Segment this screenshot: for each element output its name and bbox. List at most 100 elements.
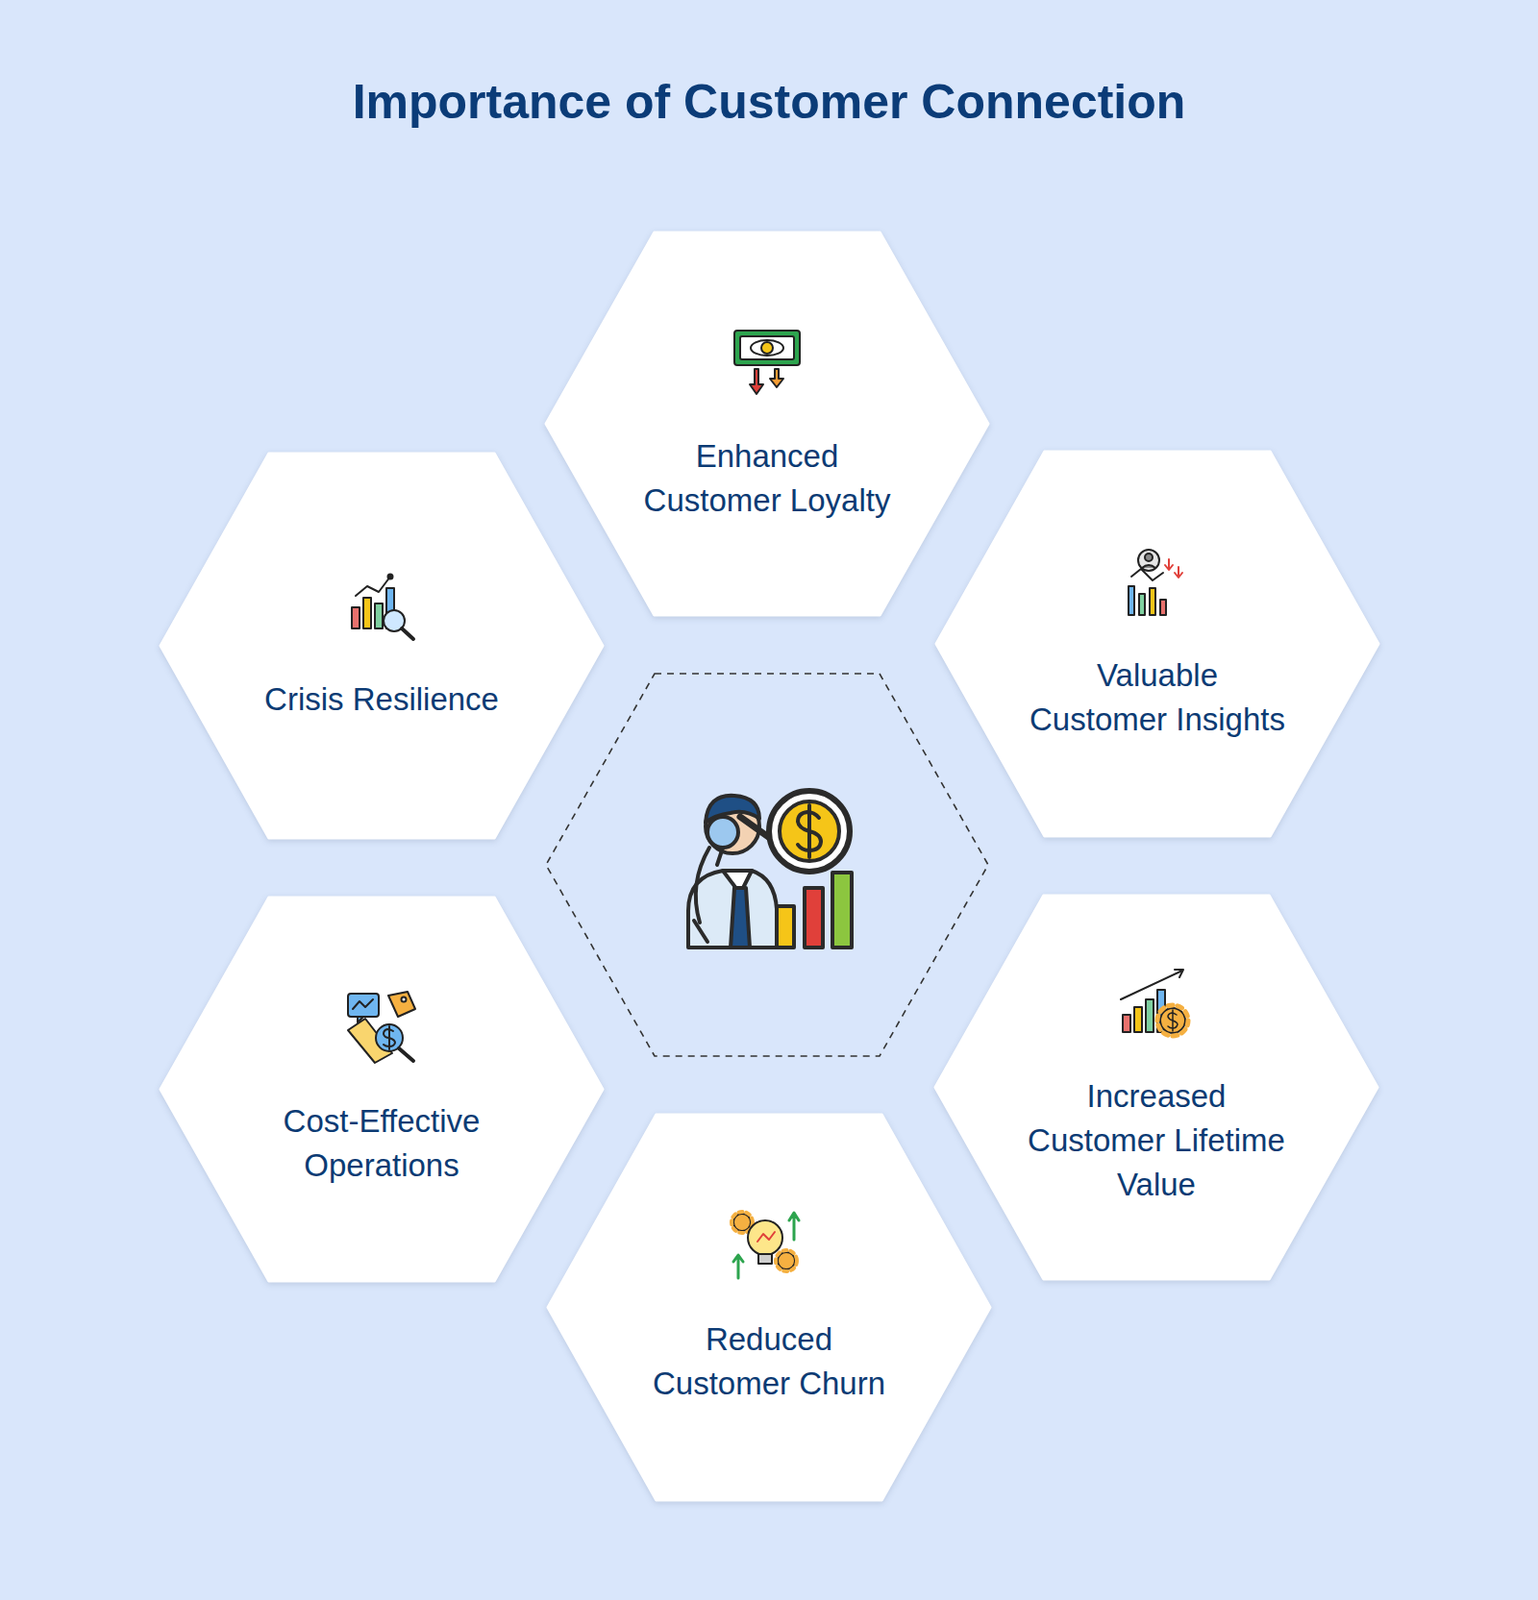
chart-magnifier-icon-part: [363, 597, 372, 629]
documents-magnifier-icon: [347, 992, 416, 1064]
documents-magnifier-icon-part: [357, 1017, 364, 1023]
documents-magnifier-icon-part: [401, 997, 407, 1003]
insights-icon-part: [1138, 549, 1160, 571]
documents-magnifier-icon-part: [398, 1048, 414, 1062]
documents-magnifier-icon-part: [347, 1018, 393, 1064]
insights-icon-part: [1141, 565, 1156, 569]
insights-icon: [1128, 549, 1183, 616]
diagram-title: Importance of Customer Connection: [0, 73, 1538, 131]
insights-icon-part: [1160, 599, 1166, 616]
analyst-illustration-part: [695, 847, 710, 923]
hexagon-label: Enhanced Customer Loyalty: [630, 434, 904, 523]
insights-icon-part: [1174, 567, 1183, 578]
growth-gear-icon-part: [1157, 1005, 1189, 1037]
hexagon-fill: [160, 453, 603, 839]
insights-icon-part: [1165, 559, 1173, 571]
analyst-illustration-part: [717, 847, 723, 866]
growth-gear-icon-part: [1134, 1007, 1142, 1033]
hexagon-node: Crisis Resilience: [160, 453, 603, 839]
insights-icon-part: [1128, 586, 1135, 616]
growth-gear-icon-part: [1145, 999, 1154, 1033]
analyst-illustration-part: [722, 870, 752, 894]
analyst-illustration-part: [705, 795, 760, 823]
banknote-icon-part: [769, 369, 784, 388]
hexagon-text-group: Increased Customer Lifetime Value: [1019, 1074, 1293, 1208]
bulb-gears-icon-part: [757, 1232, 775, 1242]
hexagon-label: Crisis Resilience: [245, 677, 519, 722]
hexagon-text-group: Valuable Customer Insights: [1026, 653, 1289, 743]
growth-gear-icon-part: [1120, 970, 1183, 1000]
chart-magnifier-icon-part: [386, 588, 395, 629]
banknote-icon-part: [749, 369, 764, 395]
hexagon-node: Cost-Effective Operations: [160, 897, 603, 1282]
hexagon-fill: [936, 451, 1379, 837]
insights-icon-part: [1149, 588, 1156, 616]
analyst-illustration-part: [705, 799, 760, 854]
bulb-gears-icon-part: [775, 1250, 797, 1272]
bulb-gears-icon-part: [747, 1220, 783, 1256]
hexagon-outline: [936, 451, 1379, 837]
bulb-gears-icon-part: [733, 1255, 744, 1279]
banknote-icon-part: [761, 342, 773, 354]
bulb-gears-icon-part: [758, 1254, 772, 1265]
analyst-illustration-part: [688, 870, 777, 948]
analyst-illustration-part: [776, 906, 794, 948]
analyst-illustration: [688, 791, 852, 948]
chart-magnifier-icon-part: [388, 574, 394, 580]
analyst-illustration-part: [779, 801, 840, 862]
hexagon-outline: [160, 453, 603, 839]
banknote-icon-part: [734, 330, 800, 366]
growth-gear-icon-part: [1122, 1015, 1131, 1033]
insights-icon-part: [1139, 594, 1145, 616]
analyst-illustration-part: [694, 920, 708, 943]
analyst-illustration-part: [807, 805, 812, 858]
growth-gear-icon-part: [1160, 1008, 1186, 1034]
banknote-icon-part: [750, 340, 784, 356]
hexagon-label: Reduced Customer Churn: [642, 1317, 896, 1407]
analyst-illustration-part: [804, 888, 823, 948]
insights-icon-part: [1131, 569, 1164, 581]
hexagon-node: Enhanced Customer Loyalty: [545, 232, 989, 616]
documents-magnifier-icon-part: [388, 992, 416, 1018]
hexagon-fill: [160, 897, 603, 1282]
hexagon-text-group: Reduced Customer Churn: [642, 1317, 896, 1407]
hexagon-node: Increased Customer Lifetime Value: [935, 895, 1378, 1280]
documents-magnifier-icon-part: [375, 1024, 403, 1052]
banknote-icon-part: [740, 336, 794, 360]
hexagon-fill: [935, 895, 1378, 1280]
banknote-icon: [734, 330, 800, 395]
insights-icon-part: [1144, 553, 1153, 562]
center-dashed-hexagon: [545, 673, 989, 1057]
growth-gear-icon-part: [1167, 1013, 1178, 1029]
hexagon-label: Cost-Effective Operations: [245, 1099, 519, 1189]
analyst-illustration-part: [797, 812, 821, 851]
growth-gear-icon: [1120, 969, 1189, 1037]
hexagon-fill: [547, 1115, 991, 1501]
hexagon-label: Valuable Customer Insights: [1026, 653, 1289, 743]
hexagon-fill: [545, 232, 989, 616]
bulb-gears-icon-part: [731, 1212, 753, 1234]
documents-magnifier-icon-part: [388, 1026, 391, 1050]
growth-gear-icon-part: [1171, 1010, 1174, 1032]
bulb-gears-icon-part: [777, 1252, 795, 1270]
analyst-illustration-part: [769, 791, 850, 872]
documents-magnifier-icon-part: [383, 1029, 396, 1047]
hexagon-text-group: Enhanced Customer Loyalty: [630, 434, 904, 523]
analyst-illustration-part: [740, 817, 781, 846]
analyst-illustration-part: [730, 888, 750, 948]
growth-gear-icon-part: [1174, 969, 1184, 978]
hexagon-node: Reduced Customer Churn: [547, 1115, 991, 1501]
hexagon-label: Increased Customer Lifetime Value: [1019, 1074, 1293, 1208]
analyst-illustration-part: [707, 817, 739, 848]
growth-gear-icon-part: [1157, 990, 1166, 1033]
hexagon-node: Valuable Customer Insights: [936, 451, 1379, 837]
chart-magnifier-icon-part: [401, 628, 414, 640]
chart-magnifier-icon: [351, 574, 414, 641]
hexagon-text-group: Crisis Resilience: [245, 677, 519, 722]
bulb-gears-icon-part: [789, 1213, 799, 1241]
analyst-illustration-part: [832, 872, 852, 948]
hexagon-outline: [545, 232, 989, 616]
hexagon-outline: [547, 1115, 991, 1501]
documents-magnifier-icon-part: [352, 999, 373, 1010]
documents-magnifier-icon-part: [347, 993, 379, 1018]
